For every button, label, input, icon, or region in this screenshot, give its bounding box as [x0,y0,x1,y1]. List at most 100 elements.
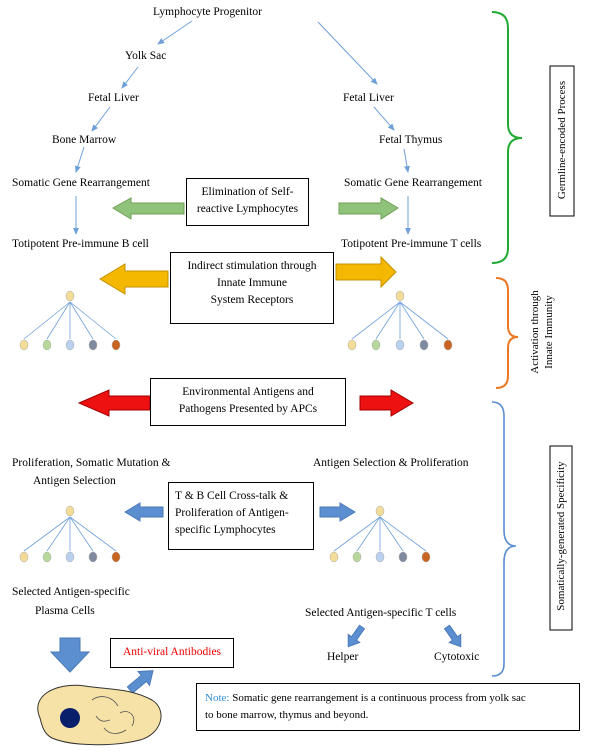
t-selection-label: Antigen Selection & Proliferation [313,457,469,469]
b-proliferation-line2: Antigen Selection [33,475,116,487]
flow-arrow-thymus-rearr [403,148,410,173]
cluster-edge [69,516,117,552]
activation-line2: Innate Immunity [543,295,555,369]
cluster-leaf-node [111,339,121,351]
t-selected-cluster [329,505,431,563]
t-cytotoxic-label: Cytotoxic [434,651,480,663]
note-prefix: Note: [205,692,230,704]
crosstalk-line2: Proliferation of Antigen- [175,507,289,519]
cluster-edge [399,301,449,340]
note-box: Note: Somatic gene rearrangement is a co… [196,683,580,731]
cluster-leaf-node [42,339,52,351]
flow-arrow-marrow-rearr [74,146,85,173]
cluster-edge [23,301,71,340]
indirect-line1: Indirect stimulation through [187,260,317,272]
cluster-leaf-node [329,551,339,563]
cluster-edge [46,516,71,552]
germline-brace [491,11,523,264]
cluster-edge [379,516,404,552]
orange-arrow-right [335,255,397,289]
plasma-cell [37,684,162,746]
orange-arrow-left [99,263,169,295]
blue-arrow-helper [347,624,366,648]
cluster-leaf-node [375,551,385,563]
cluster-edge [375,301,401,340]
progenitor-label: Lymphocyte Progenitor [153,6,262,18]
cluster-leaf-node [352,551,362,563]
cluster-edge [399,301,425,340]
cluster-leaf-node [19,551,29,563]
t-pre-immune-label: Totipotent Pre-immune T cells [341,238,482,250]
b-yolk-sac-label: Yolk Sac [125,50,167,62]
blue-arrow-down [49,637,91,673]
cluster-root-node [395,290,405,302]
somatic-label: Somatically-generated Specificity [555,461,567,611]
cluster-edge [356,516,381,552]
activation-label: Activation through Innate Immunity [528,284,556,380]
cluster-edge [379,516,427,552]
cluster-leaf-node [421,551,431,563]
cluster-root-node [65,290,75,302]
elimination-line2: reactive Lymphocytes [196,203,299,215]
crosstalk-box: T & B Cell Cross-talk & Proliferation of… [168,482,314,550]
indirect-line2: Innate Immune [217,277,287,289]
cluster-leaf-node [65,551,75,563]
flow-arrow-liver-marrow [91,106,111,132]
cluster-leaf-node [88,339,98,351]
environmental-antigens-box: Environmental Antigens and Pathogens Pre… [150,378,346,426]
note-text-line2: to bone marrow, thymus and beyond. [205,709,369,721]
b-selected-cluster [19,505,121,563]
antibodies-box: Anti-viral Antibodies [110,638,234,668]
cluster-leaf-node [419,339,429,351]
flow-arrow-progenitor-tliver [317,21,378,85]
flow-arrow-progenitor-yolk [157,20,193,45]
b-fetal-liver-label: Fetal Liver [88,92,139,104]
germline-label: Germline-encoded Process [556,80,568,200]
cluster-leaf-node [19,339,29,351]
b-proliferation-line1: Proliferation, Somatic Mutation & [12,457,171,469]
cluster-edge [46,301,71,340]
antibodies-label: Anti-viral Antibodies [122,646,222,658]
b-activated-cluster [19,290,121,351]
indirect-line3: System Receptors [210,294,294,306]
b-bone-marrow-label: Bone Marrow [52,134,117,146]
note-text-line1: Somatic gene rearrangement is a continuo… [229,692,526,704]
elimination-box: Elimination of Self- reactive Lymphocyte… [186,178,309,226]
cluster-edge [69,301,94,340]
green-arrow-right [338,197,399,220]
elimination-line1: Elimination of Self- [201,186,294,198]
b-selected-line2: Plasma Cells [35,605,95,617]
somatic-label-box [549,445,573,631]
indirect-stimulation-box: Indirect stimulation through Innate Immu… [170,252,334,324]
cluster-leaf-node [88,551,98,563]
b-rearrangement-label: Somatic Gene Rearrangement [12,177,150,189]
cluster-edge [351,301,401,340]
activation-brace [495,277,519,389]
env-line1: Environmental Antigens and [182,386,314,398]
green-arrow-left [112,197,185,220]
cluster-leaf-node [347,339,357,351]
cluster-edge [69,516,94,552]
cluster-leaf-node [398,551,408,563]
activation-line1: Activation through [529,290,541,374]
flow-arrow-tliver-thymus [373,106,395,131]
env-line2: Pathogens Presented by APCs [178,403,318,415]
t-rearrangement-label: Somatic Gene Rearrangement [344,177,482,189]
t-fetal-liver-label: Fetal Liver [343,92,394,104]
t-activated-cluster [347,290,453,351]
cluster-edge [333,516,381,552]
red-arrow-right [359,389,414,417]
germline-label-box [549,65,575,217]
cluster-edge [69,301,117,340]
red-arrow-left [77,389,151,417]
t-selected-label: Selected Antigen-specific T cells [305,607,457,619]
cluster-root-node [375,505,385,517]
cluster-edge [23,516,71,552]
cluster-leaf-node [395,339,405,351]
crosstalk-line1: T & B Cell Cross-talk & [175,490,289,502]
b-selected-line1: Selected Antigen-specific [12,586,130,598]
somatic-brace [491,401,517,677]
flow-arrows [73,20,411,235]
flow-arrow-yolk-liver [121,66,139,89]
